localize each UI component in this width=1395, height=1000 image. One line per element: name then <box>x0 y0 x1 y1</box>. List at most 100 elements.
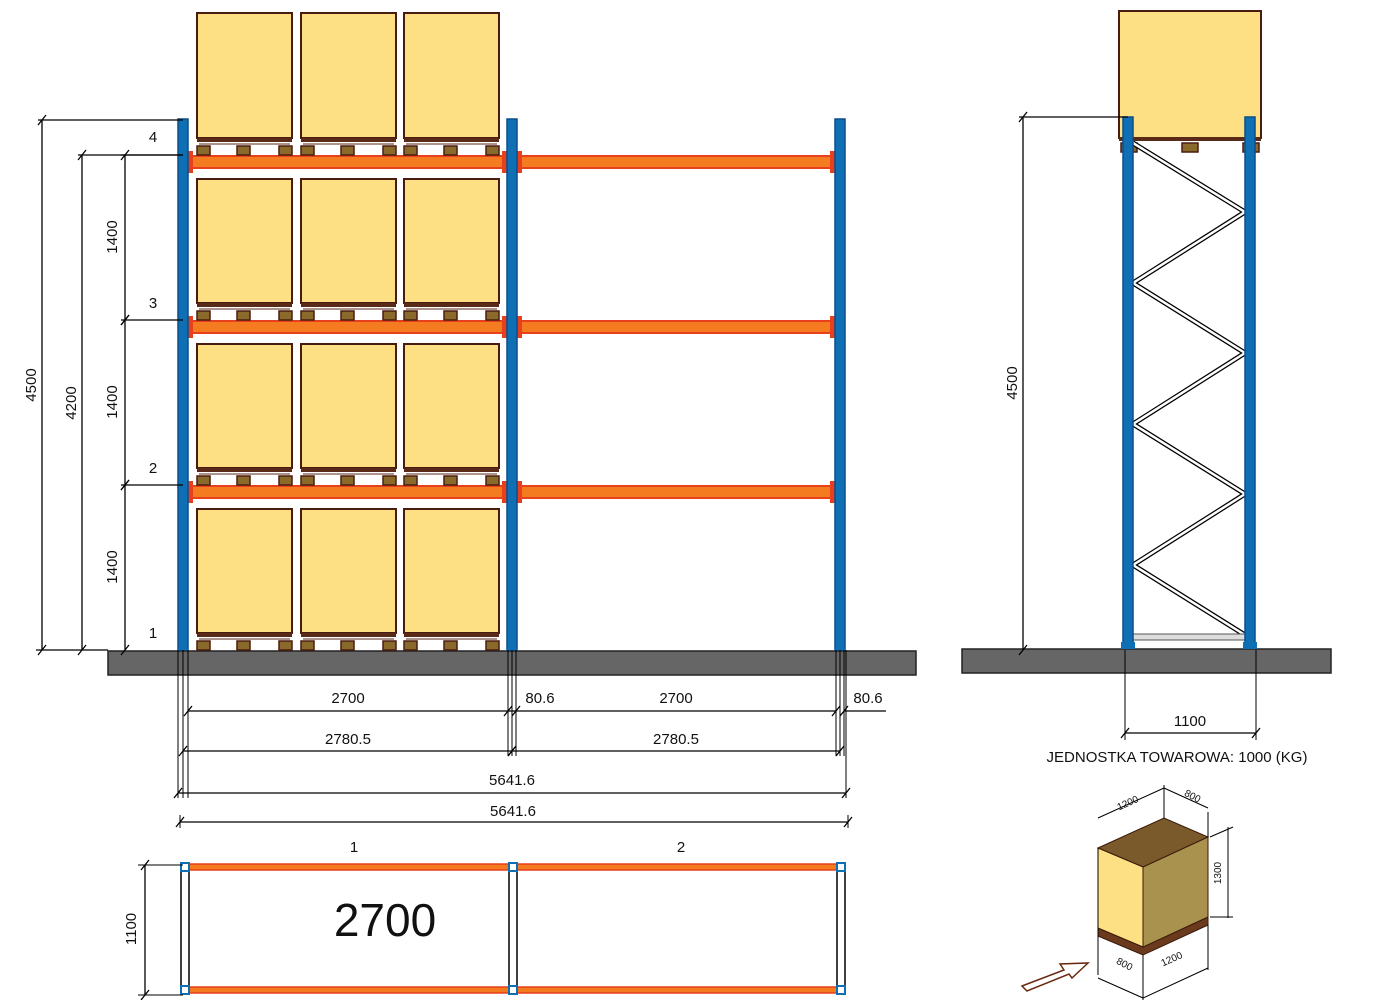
pallet-block <box>382 640 397 651</box>
pallet-block <box>196 640 211 651</box>
pallet-load <box>300 178 397 304</box>
arrow-icon <box>1020 962 1090 992</box>
dim-tick <box>1018 644 1028 656</box>
pallet-block <box>340 310 355 321</box>
plan-upright <box>180 862 190 872</box>
beam-connector <box>830 481 836 503</box>
dim-level-pitch-1: 1400 <box>104 550 121 583</box>
pallet-block <box>278 310 293 321</box>
pallet-block <box>278 145 293 156</box>
beam <box>188 155 507 169</box>
level-label-1: 1 <box>149 625 157 642</box>
beam <box>517 155 835 169</box>
pallet-block <box>300 475 315 486</box>
dim-upright-width-2: 80.6 <box>853 690 882 707</box>
dim-overall-plan: 5641.6 <box>490 803 536 820</box>
pallet-deck <box>404 303 499 307</box>
level-label-2: 2 <box>149 460 157 477</box>
dim-bay-pitch-2: 2780.5 <box>653 731 699 748</box>
pallet-load <box>403 508 500 634</box>
pallet-block <box>382 145 397 156</box>
front-view <box>107 12 917 676</box>
plan-upright <box>836 985 846 995</box>
pallet-block <box>403 475 418 486</box>
pallet-block <box>485 145 500 156</box>
dimension-lines <box>36 111 1261 1000</box>
pallet-block <box>236 475 251 486</box>
pallet-load <box>196 508 293 634</box>
beam <box>517 485 835 499</box>
iso-width-bottom: 1200 <box>1160 950 1185 969</box>
pallet-block <box>340 475 355 486</box>
pallet-deck <box>197 633 292 637</box>
pallet-block <box>236 145 251 156</box>
bottom-brace <box>1132 633 1246 641</box>
pallet-block <box>382 310 397 321</box>
upright <box>506 118 518 651</box>
pallet-deck <box>1119 137 1261 141</box>
pallet-block <box>382 475 397 486</box>
plan-frame <box>180 862 190 994</box>
iso-dim-line <box>1142 967 1209 999</box>
pallet-deck <box>197 468 292 472</box>
beam-connector <box>516 316 522 338</box>
pallet-block <box>196 475 211 486</box>
dim-top-beam-height: 4200 <box>63 386 80 419</box>
floor <box>961 648 1332 674</box>
iso-dim-line <box>1097 787 1165 819</box>
pallet-block <box>1181 142 1199 153</box>
iso-height: 1300 <box>1213 861 1224 884</box>
upright <box>1122 116 1134 649</box>
dim-upright-width-1: 80.6 <box>525 690 554 707</box>
beam-connector <box>516 481 522 503</box>
beam-connector <box>187 316 193 338</box>
beam-connector <box>187 151 193 173</box>
upright-base-plate <box>1243 642 1257 649</box>
beam-connector <box>830 316 836 338</box>
dim-bay-pitch-1: 2780.5 <box>325 731 371 748</box>
pallet-block <box>443 640 458 651</box>
iso-depth-bottom: 800 <box>1114 956 1134 974</box>
upright-base-plate <box>177 644 189 650</box>
dim-tick <box>120 644 130 656</box>
pallet-block <box>300 145 315 156</box>
iso-dim-line <box>1097 977 1144 999</box>
pallet-block <box>196 145 211 156</box>
side-view <box>961 10 1332 674</box>
pallet-load <box>300 12 397 139</box>
upright-base-plate <box>506 644 518 650</box>
beam <box>188 485 507 499</box>
dim-tick <box>77 644 87 656</box>
bracing <box>1130 141 1248 637</box>
pallet-block <box>196 310 211 321</box>
upright-base-plate <box>834 644 846 650</box>
level-label-4: 4 <box>149 129 157 146</box>
pallet-block <box>300 640 315 651</box>
pallet-deck <box>301 468 396 472</box>
pallet-load <box>300 343 397 469</box>
iso-extension <box>1209 826 1234 838</box>
plan-upright <box>508 985 518 995</box>
pallet-block <box>236 640 251 651</box>
pallet-load <box>196 178 293 304</box>
beam <box>188 320 507 334</box>
pallet-load <box>403 12 500 139</box>
plan-upright <box>836 862 846 872</box>
pallet-deck <box>301 138 396 142</box>
pallet-deck <box>404 468 499 472</box>
bay-label-1: 1 <box>350 839 358 856</box>
pallet-load <box>300 508 397 634</box>
level-label-3: 3 <box>149 295 157 312</box>
beam-connector <box>830 151 836 173</box>
beam-connector <box>516 151 522 173</box>
pallet-deck <box>301 633 396 637</box>
plan-frame <box>836 862 846 994</box>
pallet-block <box>278 475 293 486</box>
pallet-block <box>340 640 355 651</box>
beam-connector <box>502 316 508 338</box>
pallet-block <box>403 145 418 156</box>
beam <box>517 320 835 334</box>
dim-overall-front: 5641.6 <box>489 772 535 789</box>
bay-label-2: 2 <box>677 839 685 856</box>
